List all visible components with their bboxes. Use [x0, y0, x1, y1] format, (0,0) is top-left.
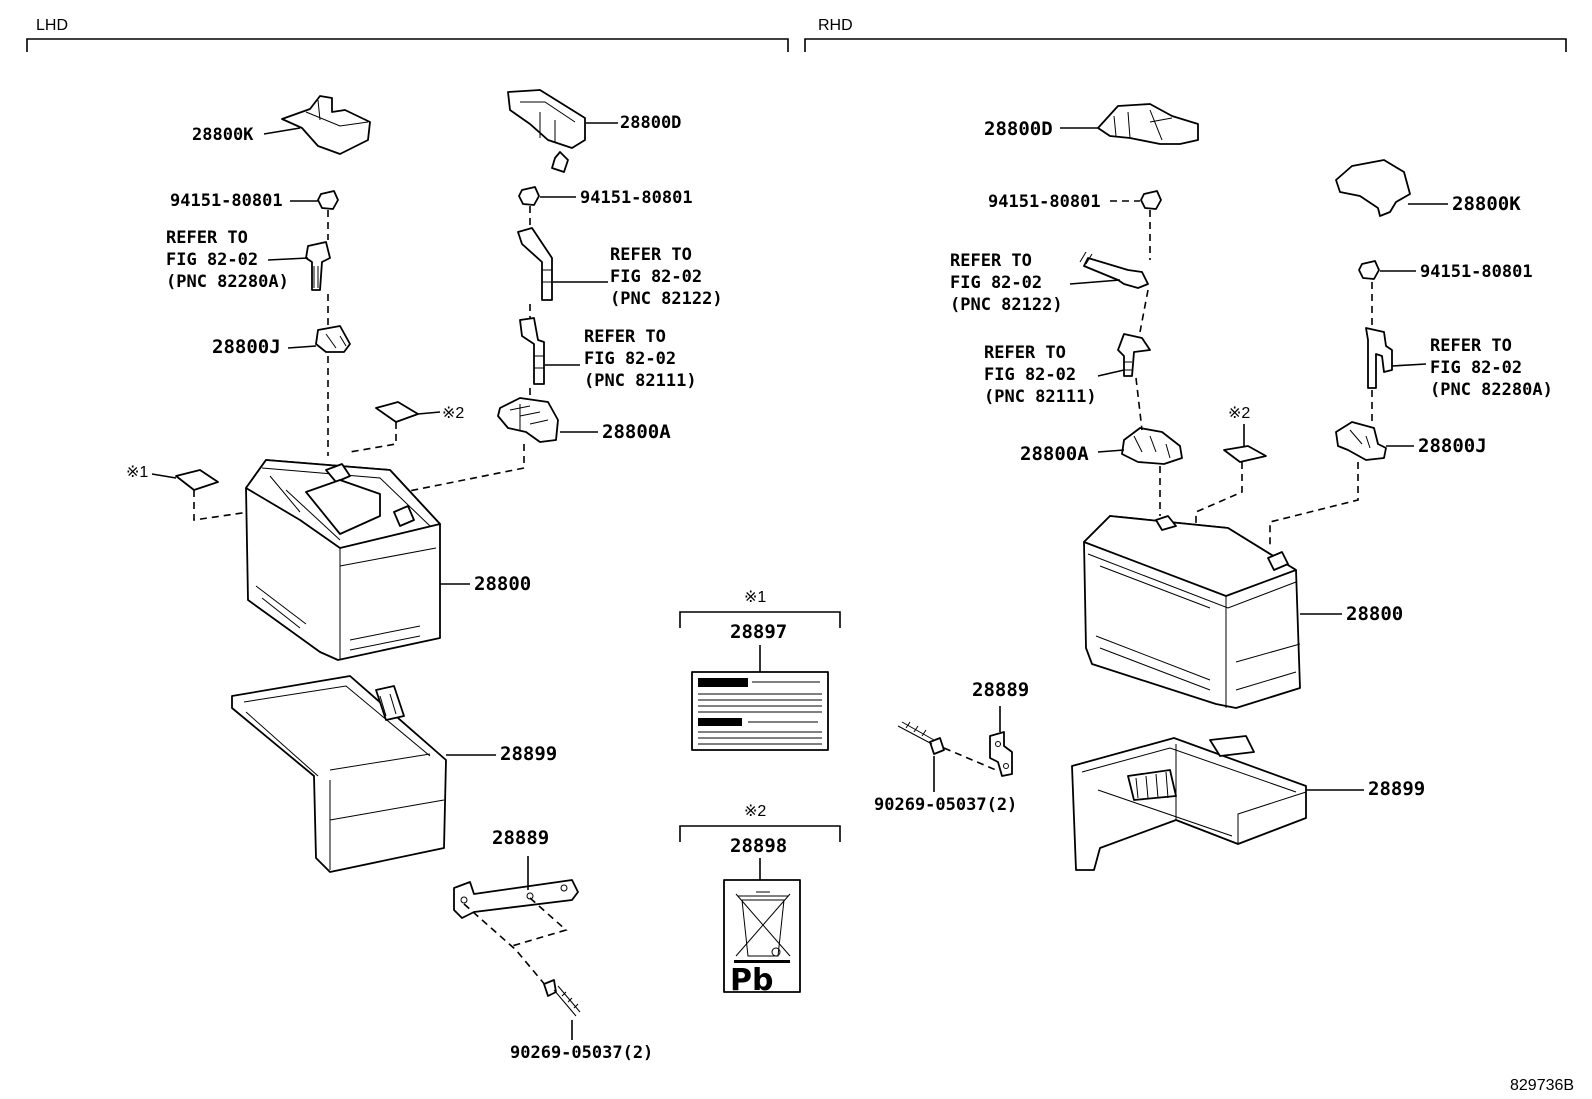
- rhd-bolt-label: 90269-05037(2): [874, 795, 1017, 815]
- rhd-tray[interactable]: 28899: [1071, 735, 1425, 871]
- lhd-refer6: FIG 82-02: [584, 349, 676, 369]
- rhd-refer6: FIG 82-02: [1430, 358, 1522, 378]
- lhd-cover-k-label: 28800K: [192, 125, 254, 145]
- lhd-clamp-j-label: 28800J: [212, 336, 281, 358]
- lhd-cover-d-label: 28800D: [620, 113, 681, 133]
- lhd-tray-label: 28899: [500, 743, 557, 765]
- lhd-nut-right[interactable]: 94151-80801: [518, 186, 693, 208]
- lhd-bolt[interactable]: 90269-05037(2): [510, 979, 653, 1063]
- rhd-refer4: FIG 82-02: [984, 365, 1076, 385]
- lhd-pnc-82111: (PNC 82111): [584, 371, 697, 391]
- lhd-guide-lines: [193, 206, 531, 521]
- lhd-mark2: ※2: [442, 405, 464, 422]
- center-label2-number: 28898: [730, 835, 787, 857]
- lhd-refer5: REFER TO: [584, 327, 666, 347]
- lhd-battery[interactable]: 28800: [245, 459, 531, 661]
- lhd-nut-left-label: 94151-80801: [170, 191, 283, 211]
- rhd-nut-left-label: 94151-80801: [988, 192, 1101, 212]
- lhd-bracket-label: 28889: [492, 827, 549, 849]
- lhd-bracket-guide: [463, 897, 568, 987]
- pb-symbol-text: Pb: [730, 963, 773, 998]
- rhd-cover-k-label: 28800K: [1452, 193, 1521, 215]
- rhd-nut-left[interactable]: 94151-80801: [988, 190, 1162, 212]
- rhd-clamp-j-label: 28800J: [1418, 435, 1487, 457]
- recycle-bin-label: [723, 879, 801, 993]
- lhd-tray[interactable]: 28899: [231, 675, 557, 873]
- rhd-bracket-label: 28889: [972, 679, 1029, 701]
- lhd-refer3: REFER TO: [610, 245, 692, 265]
- rhd-terminal-cover-k[interactable]: 28800K: [1335, 159, 1521, 217]
- center-mark2: ※2: [744, 803, 766, 820]
- rhd-tray-label: 28899: [1368, 778, 1425, 800]
- rhd-terminal-82111[interactable]: REFER TO FIG 82-02 (PNC 82111): [984, 333, 1151, 407]
- lhd-pnc-82280a: (PNC 82280A): [166, 272, 289, 292]
- lhd-clamp-j[interactable]: 28800J: [212, 325, 351, 358]
- rhd-pnc-82122: (PNC 82122): [950, 295, 1063, 315]
- center-mark1: ※1: [744, 589, 766, 606]
- rhd-bracket[interactable]: 28889: [972, 679, 1029, 777]
- rhd-title: RHD: [818, 17, 853, 34]
- rhd-terminal-82280a[interactable]: REFER TO FIG 82-02 (PNC 82280A): [1365, 327, 1553, 400]
- lhd-bracket[interactable]: 28889: [453, 827, 579, 919]
- rhd-refer1: REFER TO: [950, 251, 1032, 271]
- lhd-clamp-a[interactable]: 28800A: [497, 397, 671, 443]
- rhd-sticker-2: ※2: [1223, 405, 1267, 463]
- rhd-nut-right[interactable]: 94151-80801: [1358, 260, 1533, 282]
- lhd-terminal-cover-d[interactable]: 28800D: [507, 89, 681, 173]
- rhd-terminal-cover-d[interactable]: 28800D: [984, 103, 1199, 145]
- lhd-mark1: ※1: [126, 464, 148, 481]
- lhd-terminal-82111[interactable]: REFER TO FIG 82-02 (PNC 82111): [519, 317, 697, 391]
- figure-id: 829736B: [1510, 1077, 1574, 1094]
- lhd-nut-left[interactable]: 94151-80801: [170, 190, 339, 211]
- lhd-sticker-1: ※1: [126, 464, 219, 491]
- lhd-terminal-82280a[interactable]: REFER TO FIG 82-02 (PNC 82280A): [166, 228, 331, 292]
- lhd-clamp-a-label: 28800A: [602, 421, 671, 443]
- rhd-guide-lines: [1135, 210, 1373, 546]
- rhd-section-header: RHD: [804, 17, 1567, 52]
- rhd-bolt[interactable]: 90269-05037(2): [874, 721, 1017, 815]
- lhd-terminal-cover-k[interactable]: 28800K: [192, 95, 371, 155]
- rhd-nut-right-label: 94151-80801: [1420, 262, 1533, 282]
- lhd-title: LHD: [36, 17, 68, 34]
- lhd-terminal-82122[interactable]: REFER TO FIG 82-02 (PNC 82122): [517, 227, 723, 309]
- lhd-section-header: LHD: [26, 17, 789, 52]
- rhd-refer2: FIG 82-02: [950, 273, 1042, 293]
- rhd-mark2: ※2: [1228, 405, 1250, 422]
- rhd-terminal-82122[interactable]: REFER TO FIG 82-02 (PNC 82122): [950, 251, 1149, 315]
- lhd-sticker-2: ※2: [375, 401, 464, 423]
- rhd-clamp-a[interactable]: 28800A: [1020, 427, 1183, 465]
- rhd-cover-d-label: 28800D: [984, 118, 1053, 140]
- lhd-refer1: REFER TO: [166, 228, 248, 248]
- center-label-28897: ※1 28897: [679, 589, 841, 751]
- lhd-nut-right-label: 94151-80801: [580, 188, 693, 208]
- rhd-refer3: REFER TO: [984, 343, 1066, 363]
- rhd-clamp-j[interactable]: 28800J: [1335, 421, 1487, 461]
- rhd-refer5: REFER TO: [1430, 336, 1512, 356]
- rhd-pnc-82280a: (PNC 82280A): [1430, 380, 1553, 400]
- lhd-refer4: FIG 82-02: [610, 267, 702, 287]
- center-label-28898: ※2 28898 Pb: [679, 803, 841, 998]
- rhd-battery-label: 28800: [1346, 603, 1403, 625]
- lhd-bolt-label: 90269-05037(2): [510, 1043, 653, 1063]
- lhd-pnc-82122: (PNC 82122): [610, 289, 723, 309]
- rhd-clamp-a-label: 28800A: [1020, 443, 1089, 465]
- lhd-refer2: FIG 82-02: [166, 250, 258, 270]
- center-label1-number: 28897: [730, 621, 787, 643]
- lhd-battery-label: 28800: [474, 573, 531, 595]
- rhd-battery[interactable]: 28800: [1083, 515, 1403, 709]
- rhd-pnc-82111: (PNC 82111): [984, 387, 1097, 407]
